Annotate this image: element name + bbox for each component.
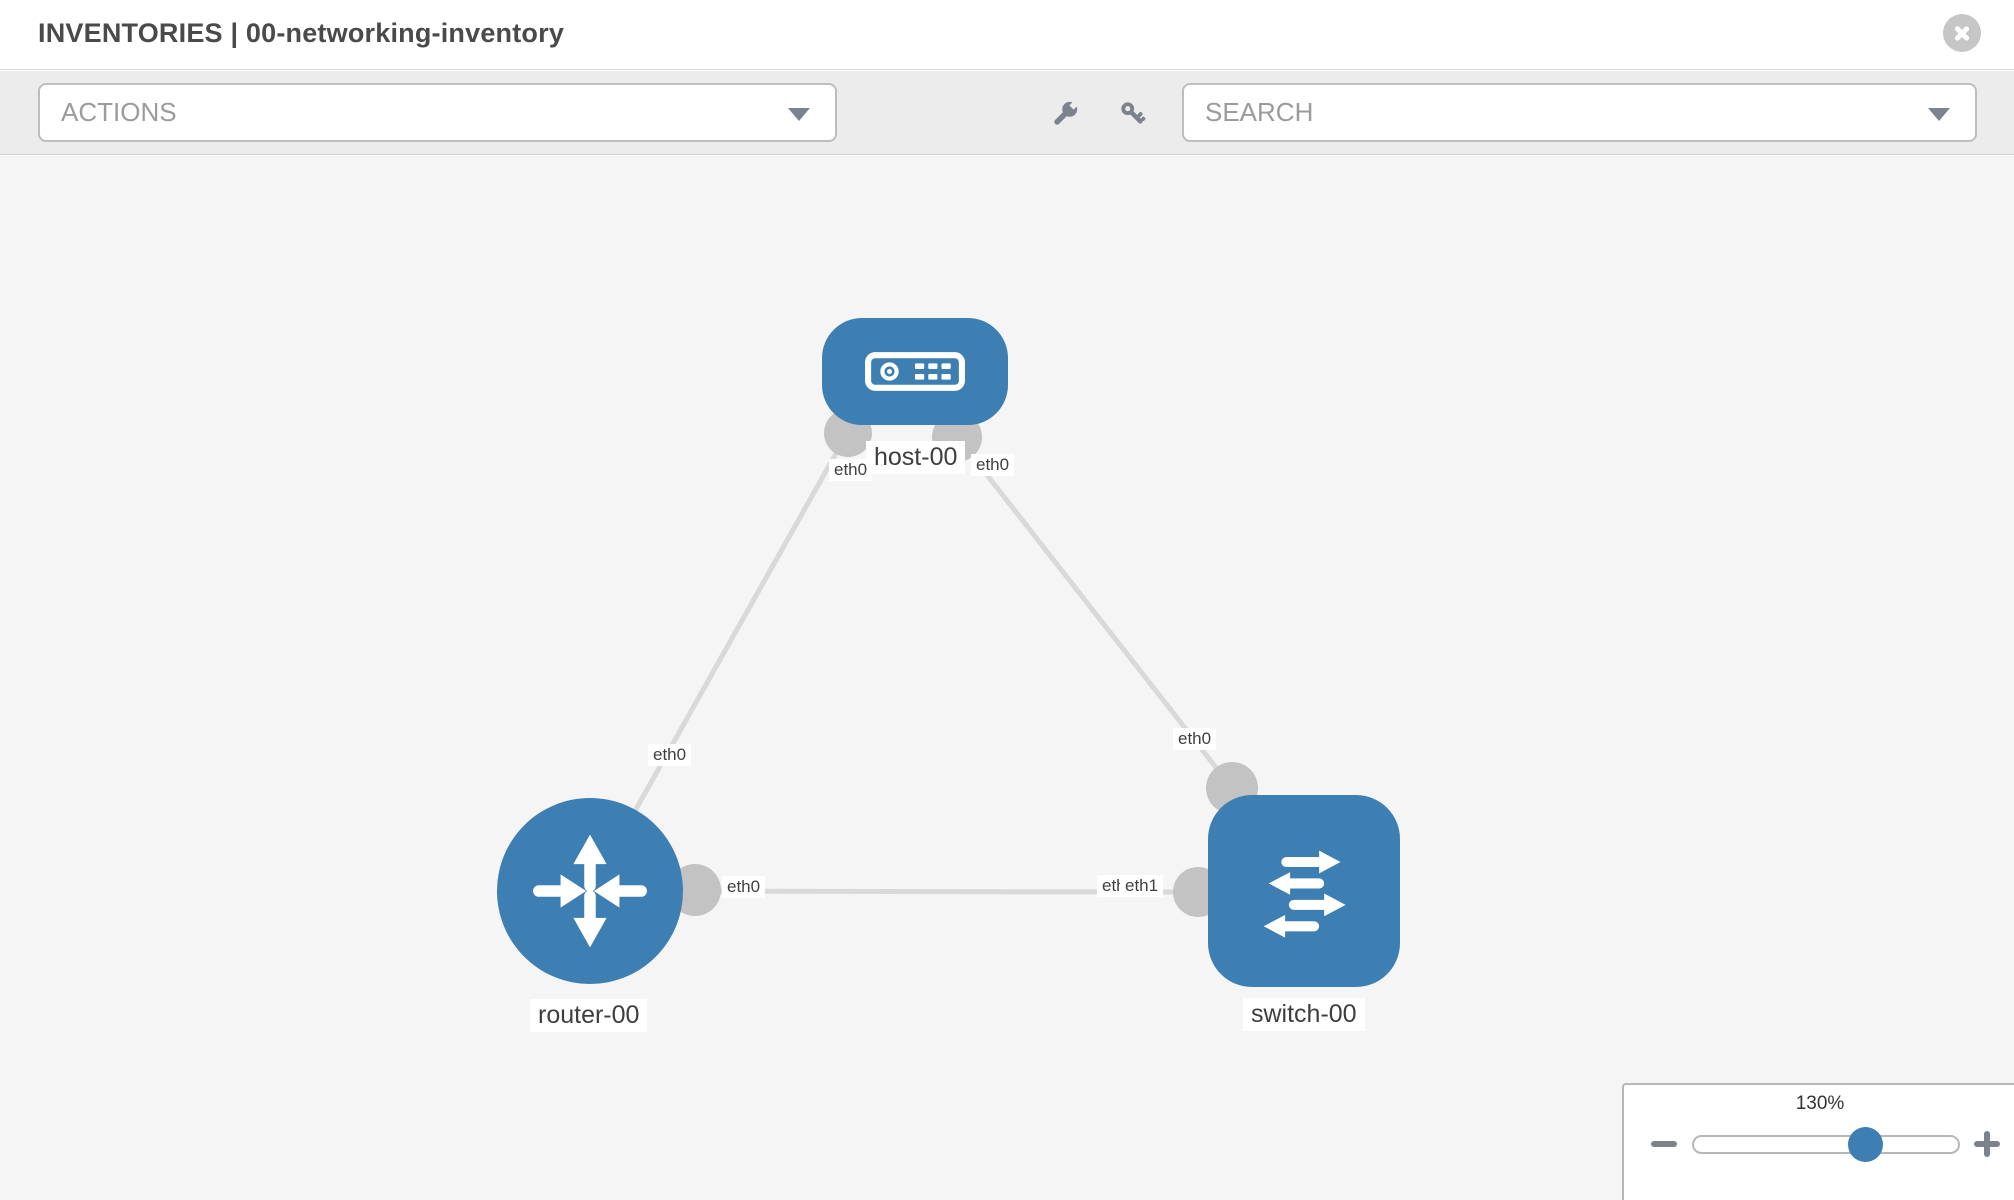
node-host-00[interactable] — [822, 318, 1008, 425]
port-label-host-eth0-right: eth0 — [971, 454, 1015, 476]
chevron-down-icon — [788, 108, 810, 121]
panel-header: INVENTORIES | 00-networking-inventory — [0, 0, 2014, 70]
toolbar: ACTIONS SEARCH — [0, 71, 2014, 155]
host-icon — [865, 352, 965, 391]
wrench-icon — [1054, 99, 1080, 125]
port-label-switch-eth1-left: eth1 — [1120, 875, 1164, 897]
topology-canvas[interactable]: host-00 router-00 switch-00 eth0 eth0 et… — [0, 156, 2014, 1200]
zoom-level: 130% — [1795, 1093, 1845, 1114]
node-label-router: router-00 — [530, 999, 648, 1032]
close-button[interactable] — [1943, 14, 1981, 52]
links-layer — [587, 409, 1258, 917]
page-title: INVENTORIES | 00-networking-inventory — [38, 18, 565, 48]
key-icon — [1121, 102, 1146, 124]
zoom-slider[interactable] — [1692, 1135, 1960, 1154]
search-dropdown[interactable]: SEARCH — [1182, 83, 1977, 142]
actions-placeholder: ACTIONS — [61, 97, 177, 127]
chevron-down-icon — [1928, 108, 1950, 121]
port-label-host-eth0-left: eth0 — [829, 459, 873, 481]
zoom-panel: 130% — [1622, 1083, 2014, 1200]
node-label-switch: switch-00 — [1243, 998, 1365, 1031]
switch-icon — [1263, 850, 1346, 938]
node-label-host: host-00 — [866, 441, 966, 474]
zoom-slider-thumb[interactable] — [1848, 1127, 1883, 1162]
port-label-switch-eth0-top: eth0 — [1173, 728, 1217, 750]
port-label-router-eth0-top: eth0 — [648, 744, 692, 766]
zoom-in-button[interactable] — [1974, 1131, 2000, 1157]
router-icon — [533, 834, 647, 948]
configure-button[interactable] — [1049, 98, 1081, 130]
actions-dropdown[interactable]: ACTIONS — [38, 83, 837, 142]
credentials-button[interactable] — [1117, 98, 1149, 130]
port-label-router-eth0-right: eth0 — [722, 876, 766, 898]
search-placeholder: SEARCH — [1205, 97, 1314, 127]
node-router-00[interactable] — [497, 798, 683, 984]
zoom-out-button[interactable] — [1651, 1141, 1677, 1147]
node-switch-00[interactable] — [1208, 795, 1400, 987]
